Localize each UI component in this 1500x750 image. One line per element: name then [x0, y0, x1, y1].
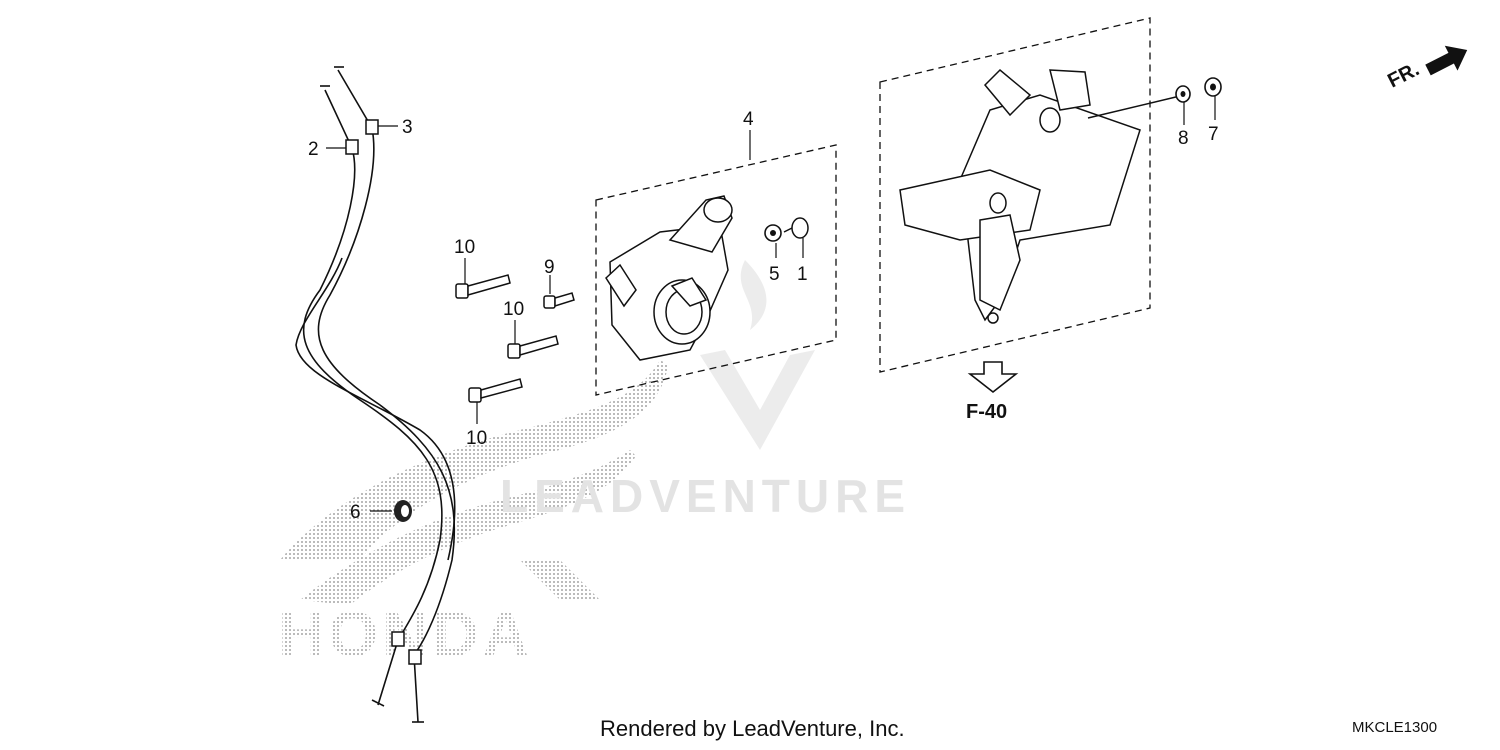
throttle-cables	[295, 66, 456, 723]
bracket-assembly-frame	[879, 17, 1151, 373]
cable-end-fitting-lower-a	[391, 631, 405, 647]
bolt-10-lower	[468, 378, 523, 403]
bolt-9	[543, 292, 575, 309]
leadventure-watermark: LEADVENTURE	[500, 260, 911, 522]
grommet-part-6	[394, 500, 412, 522]
nut-part-7	[1204, 77, 1222, 97]
callout-7: 7	[1208, 124, 1219, 145]
washer-part-8	[1175, 85, 1191, 103]
reference-arrow	[967, 361, 1019, 394]
callout-10-middle: 10	[503, 299, 524, 320]
bracket-assembly	[899, 68, 1181, 324]
callout-10-upper: 10	[454, 237, 475, 258]
reference-label: F-40	[966, 401, 1007, 423]
callout-leaders	[326, 96, 1216, 512]
honda-watermark-text: HONDA	[278, 598, 533, 670]
callout-4: 4	[743, 109, 754, 130]
callout-1: 1	[797, 264, 808, 285]
cable-end-fitting-lower-b	[408, 649, 422, 665]
bolt-10-middle	[507, 335, 559, 359]
leadventure-watermark-text: LEADVENTURE	[500, 470, 911, 522]
front-direction-arrow-icon	[1425, 45, 1468, 76]
callout-9: 9	[544, 257, 555, 278]
diagram-code: MKCLE1300	[1352, 719, 1438, 736]
rendered-by-credit: Rendered by LeadVenture, Inc.	[600, 716, 905, 741]
callout-5: 5	[769, 264, 780, 285]
callout-6: 6	[350, 502, 361, 523]
front-direction-label: FR.	[1384, 58, 1423, 92]
callout-8: 8	[1178, 128, 1189, 149]
bolts	[455, 274, 575, 403]
callout-3: 3	[402, 117, 413, 138]
screw-part-1	[783, 217, 809, 239]
cable-adjuster-2	[345, 139, 359, 155]
bolt-10-upper	[455, 274, 511, 299]
callout-2: 2	[308, 139, 319, 160]
cable-adjuster-3	[365, 119, 379, 135]
throttle-body-part-4	[605, 195, 733, 361]
callout-10-lower: 10	[466, 428, 487, 449]
nut-part-5	[764, 224, 782, 242]
